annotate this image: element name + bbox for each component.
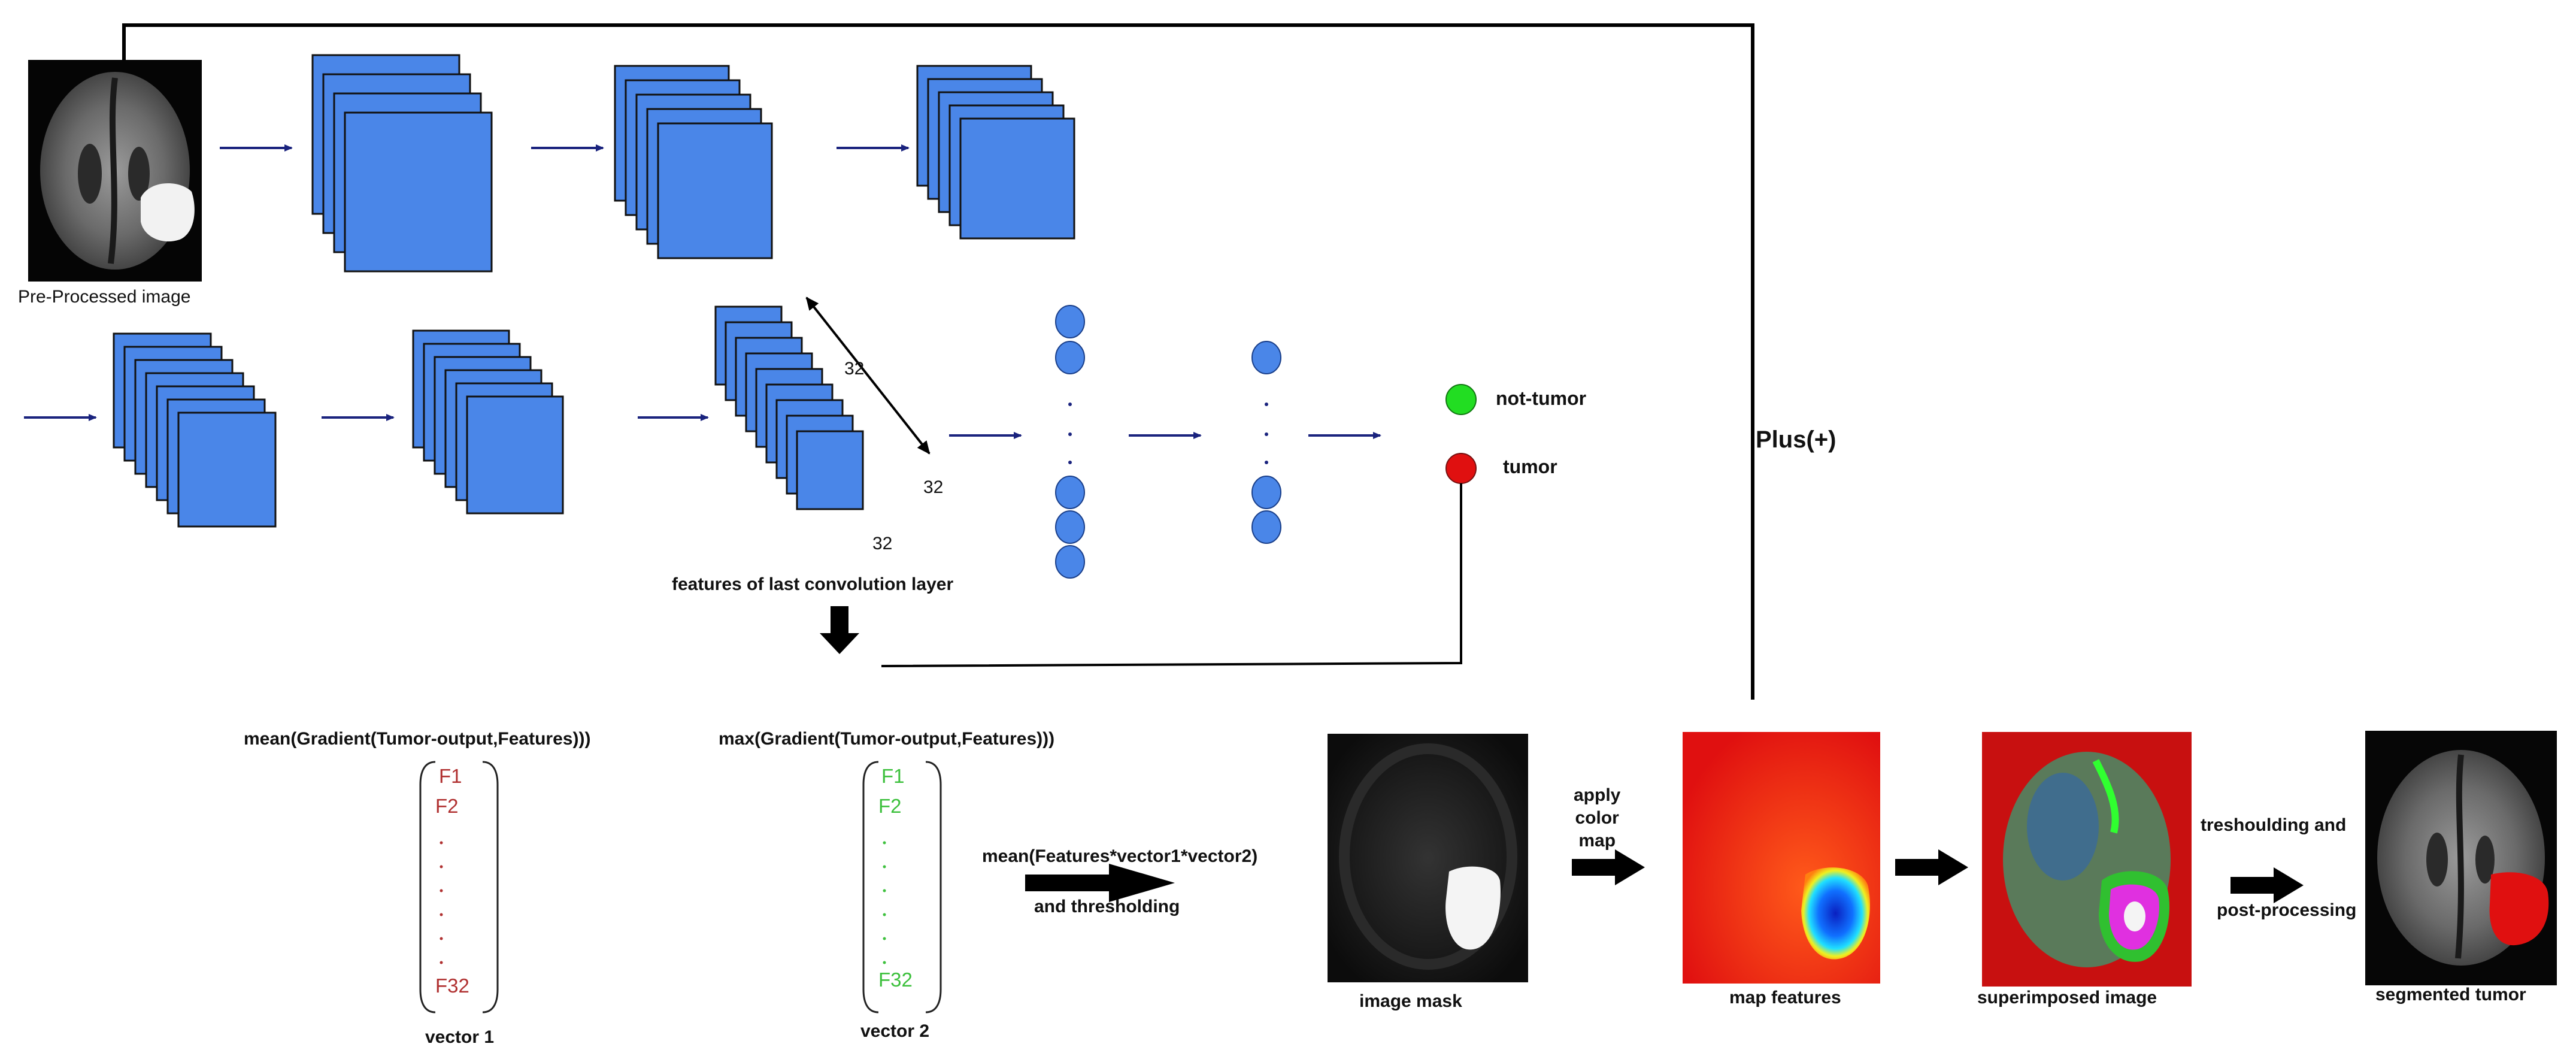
label-and-thresholding: and thresholding <box>1034 897 1180 916</box>
vector-1-f2: F2 <box>435 795 459 817</box>
feature-map-stack-6 <box>714 305 864 510</box>
down-arrow <box>820 606 859 654</box>
feature-map-stack-5 <box>412 329 564 515</box>
dense-layer-1-dots <box>1068 403 1072 464</box>
feature-map-stack-3 <box>916 65 1075 240</box>
label-features-last-conv: features of last convolution layer <box>672 574 954 594</box>
stack4-layer <box>177 412 277 528</box>
vector-1-f32: F32 <box>435 975 469 997</box>
arrow-mean-features <box>1025 864 1175 902</box>
dense-layer-1 <box>1055 305 1085 579</box>
label-vector-2: vector 2 <box>860 1021 930 1041</box>
label-dim-32-b: 32 <box>923 477 944 497</box>
label-segmented-tumor: segmented tumor <box>2375 985 2526 1004</box>
label-tumor: tumor <box>1503 456 1557 477</box>
node-tumor <box>1445 453 1477 484</box>
label-not-tumor: not-tumor <box>1496 388 1587 409</box>
label-plus: Plus(+) <box>1756 426 1836 453</box>
feature-map-stack-2 <box>614 65 773 259</box>
feature-map-stack-1 <box>311 54 493 273</box>
label-post-processing: post-processing <box>2217 900 2357 920</box>
vector-2-f1: F1 <box>881 765 905 787</box>
arrow-superimpose <box>1895 849 1968 885</box>
arrow-apply-color-map <box>1572 849 1645 885</box>
stack1-layer <box>344 111 493 273</box>
preprocessed-image <box>28 60 202 282</box>
vector-2-f32: F32 <box>878 969 913 991</box>
label-image-mask: image mask <box>1359 991 1462 1011</box>
tumor-gradient-line <box>881 483 1462 667</box>
dense-layer-2 <box>1251 341 1281 544</box>
node-not-tumor <box>1445 384 1477 415</box>
label-dim-32-a: 32 <box>844 359 865 379</box>
stack5-layer <box>466 395 564 515</box>
stack2-layer <box>657 122 773 259</box>
image-mask <box>1328 734 1528 982</box>
label-mean-gradient: mean(Gradient(Tumor-output,Features))) <box>244 729 591 749</box>
dense-layer-2-dots <box>1265 403 1268 464</box>
label-dim-32-c: 32 <box>872 534 893 553</box>
segmented-tumor-image <box>2365 731 2557 985</box>
vector-2-brackets <box>862 761 942 1013</box>
stack6-layer <box>796 430 864 510</box>
vector-2-f2: F2 <box>878 795 902 817</box>
label-preprocessed-image: Pre-Processed image <box>18 287 191 307</box>
vector-1-brackets <box>419 761 499 1013</box>
dimension-arrow <box>805 296 931 455</box>
superimposed-image <box>1982 732 2192 987</box>
vector-2-dots <box>883 841 886 964</box>
map-features-image <box>1683 732 1880 984</box>
vector-1-f1: F1 <box>439 765 462 787</box>
feature-map-stack-4 <box>113 332 277 528</box>
label-tresholding-and: treshoulding and <box>2201 815 2347 835</box>
vector-1-dots <box>440 841 443 964</box>
arrow-thresholding <box>2230 867 2304 903</box>
label-max-gradient: max(Gradient(Tumor-output,Features))) <box>719 729 1055 749</box>
label-superimposed-image: superimposed image <box>1977 988 2157 1007</box>
label-map-features: map features <box>1729 988 1841 1007</box>
label-vector-1: vector 1 <box>425 1027 495 1047</box>
label-apply-color-map: apply color map <box>1574 785 1621 851</box>
plus-feedback-line <box>122 23 1754 700</box>
stack3-layer <box>959 117 1075 240</box>
label-mean-features: mean(Features*vector1*vector2) <box>982 846 1258 866</box>
